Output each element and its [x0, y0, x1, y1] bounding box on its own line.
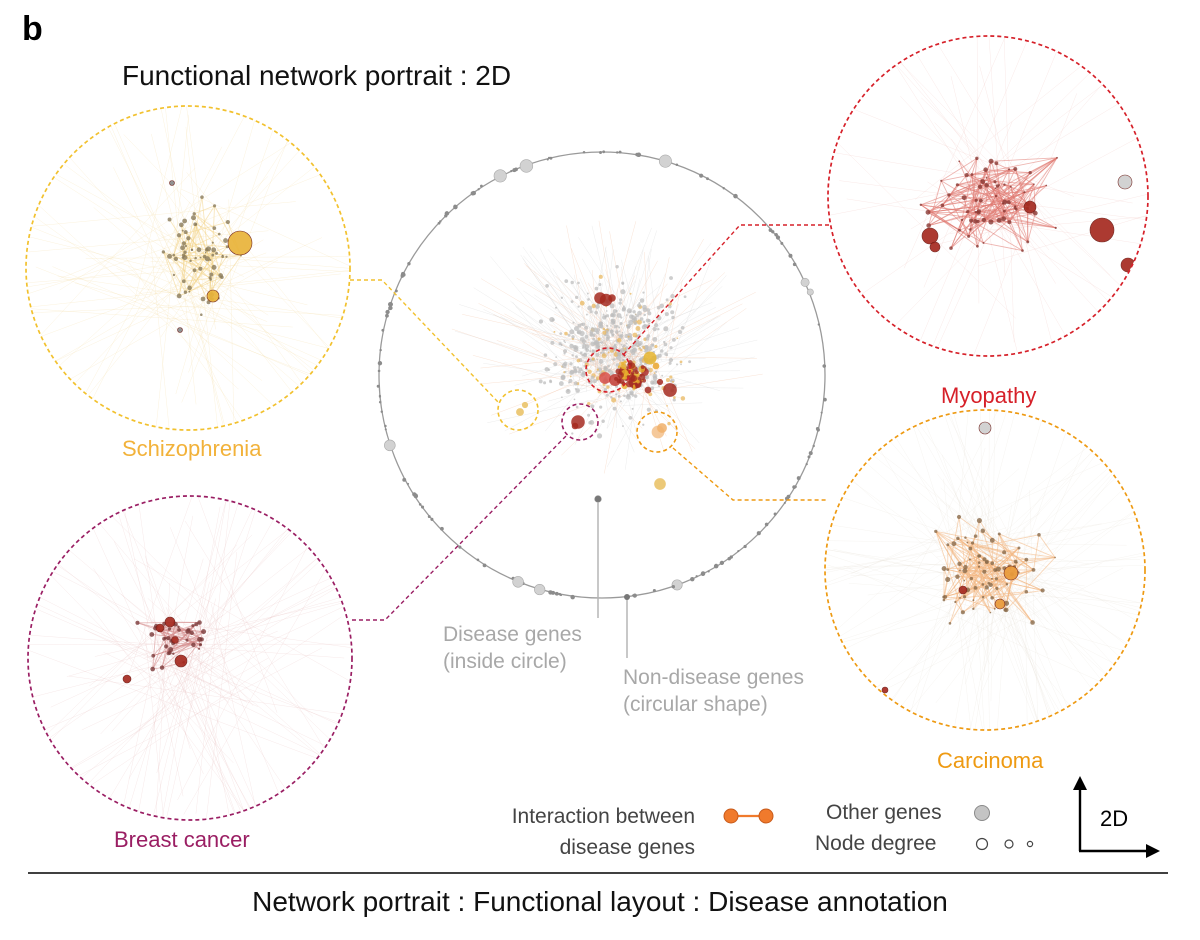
node-degree-legend-label: Node degree — [815, 832, 937, 855]
figure-title: Functional network portrait : 2D — [122, 60, 512, 91]
axis-arrows-icon — [1073, 776, 1160, 858]
non-disease-genes-note: Non-disease genes (circular shape) — [623, 666, 804, 716]
myopathy-label: Myopathy — [941, 383, 1037, 408]
myopathy-zoom — [827, 35, 1149, 357]
ring-gene-nodes — [376, 150, 827, 600]
disease-genes-note: Disease genes (inside circle) — [443, 623, 582, 673]
breast-cancer-label: Breast cancer — [114, 827, 250, 852]
figure-caption: Network portrait : Functional layout : D… — [252, 886, 948, 917]
breast-cancer-connector — [352, 435, 567, 621]
myopathy-selection — [585, 347, 631, 393]
non-disease-genes-circle — [378, 151, 826, 599]
schizophrenia-zoom — [25, 105, 351, 431]
axis-2d-label: 2D — [1100, 806, 1129, 831]
central-network — [376, 150, 827, 600]
carcinoma-connector — [672, 447, 826, 501]
carcinoma-selection — [636, 411, 678, 453]
disease-genes-pointer-dot — [595, 496, 601, 502]
carcinoma-zoom — [824, 409, 1146, 731]
breast-cancer-zoom — [27, 495, 353, 821]
schizophrenia-connector — [350, 279, 499, 403]
schizophrenia-selection — [497, 389, 539, 431]
interaction-legend-label: Interaction between disease genes — [511, 805, 695, 859]
interaction-legend-icon — [723, 808, 774, 824]
myopathy-connector — [623, 224, 829, 355]
other-genes-legend-label: Other genes — [826, 801, 942, 824]
carcinoma-label: Carcinoma — [937, 748, 1044, 773]
disease-core-nodes — [516, 292, 677, 503]
breast-cancer-selection — [561, 403, 599, 441]
other-genes-legend-icon — [974, 805, 990, 821]
node-degree-legend-icons — [975, 837, 1034, 851]
panel-letter: b — [22, 10, 43, 48]
schizophrenia-label: Schizophrenia — [122, 436, 262, 461]
non-disease-genes-pointer-dot — [624, 594, 630, 600]
